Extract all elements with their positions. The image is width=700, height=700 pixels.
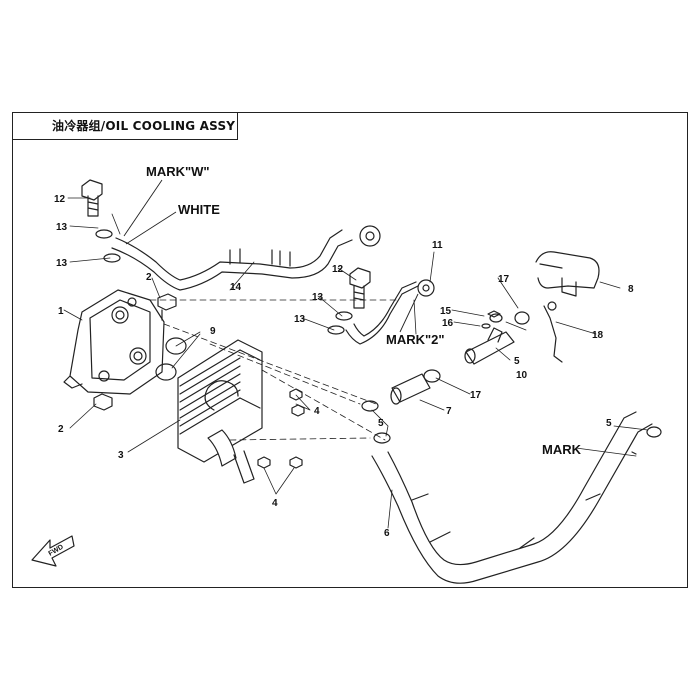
cooler-mount-bracket	[63, 289, 165, 395]
title-box: 油冷器组/OIL COOLING ASSY	[12, 112, 238, 140]
short-hose	[390, 373, 431, 405]
note-mark-w: MARK"W"	[146, 164, 210, 179]
callout-11: 11	[432, 240, 443, 251]
callout-8: 8	[628, 284, 634, 295]
hose-upper-right	[535, 251, 600, 297]
note-white: WHITE	[178, 202, 220, 217]
callout-16: 16	[442, 318, 454, 329]
callout-13d: 13	[294, 314, 306, 325]
callout-5b: 5	[514, 356, 520, 367]
return-oil-pipe	[345, 279, 435, 345]
callout-2a: 2	[146, 272, 152, 283]
callout-5c: 5	[606, 418, 612, 429]
clamp-5-upper	[489, 313, 503, 323]
callout-2b: 2	[58, 424, 64, 435]
callout-17a: 17	[498, 274, 510, 285]
diagram-title: 油冷器组/OIL COOLING ASSY	[52, 119, 236, 133]
o-ring-upper	[165, 337, 187, 355]
clamp-5-left-a	[361, 400, 379, 412]
callout-13c: 13	[312, 292, 324, 303]
small-bolts	[257, 388, 305, 469]
callout-13a: 13	[56, 222, 68, 233]
callout-6: 6	[384, 528, 390, 539]
o-ring-lower	[155, 363, 177, 381]
banjo-bolt-right	[349, 267, 371, 309]
hose-fitting-tee	[464, 327, 515, 365]
callout-14: 14	[230, 282, 242, 293]
callout-labels: 1 2 2 3 4 4 14 5 5 5 6 7 8 9 10 11 12 12…	[54, 194, 634, 539]
callout-13b: 13	[56, 258, 68, 269]
clamp-mid	[423, 369, 441, 383]
callout-3: 3	[118, 450, 124, 461]
oil-cooler	[177, 339, 263, 484]
upper-oil-pipe	[111, 225, 381, 291]
fwd-arrow-icon	[31, 535, 75, 567]
bolt-upper	[157, 293, 177, 321]
callout-4a: 4	[314, 406, 320, 417]
hose-bracket	[543, 301, 563, 363]
bolt-lower	[93, 393, 113, 411]
callout-18: 18	[592, 330, 604, 341]
callout-12a: 12	[54, 194, 66, 205]
washer-right-2	[327, 325, 345, 335]
fitting-15	[487, 310, 501, 318]
clamp-5-right	[646, 426, 662, 438]
callout-12b: 12	[332, 264, 344, 275]
callout-9: 9	[210, 326, 216, 337]
callout-1: 1	[58, 306, 64, 317]
note-mark: MARK	[542, 442, 582, 457]
callout-17b: 17	[470, 390, 482, 401]
washer-right-1	[335, 311, 353, 321]
callout-7: 7	[446, 406, 452, 417]
long-coolant-hose	[371, 411, 653, 584]
assembly-dash-lines	[149, 299, 401, 441]
callout-10: 10	[516, 370, 528, 381]
callout-4b: 4	[272, 498, 278, 509]
callout-15: 15	[440, 306, 452, 317]
leader-lines	[63, 197, 649, 529]
banjo-bolt-left	[81, 179, 103, 217]
clamp-5-left-b	[373, 432, 391, 444]
washer-left-1	[95, 229, 113, 239]
washer-left-2	[103, 253, 121, 263]
diagram-frame	[12, 112, 688, 588]
clamp-upper	[514, 311, 530, 325]
note-mark-2: MARK"2"	[386, 332, 445, 347]
callout-5a: 5	[378, 418, 384, 429]
o-ring-16	[481, 323, 491, 329]
